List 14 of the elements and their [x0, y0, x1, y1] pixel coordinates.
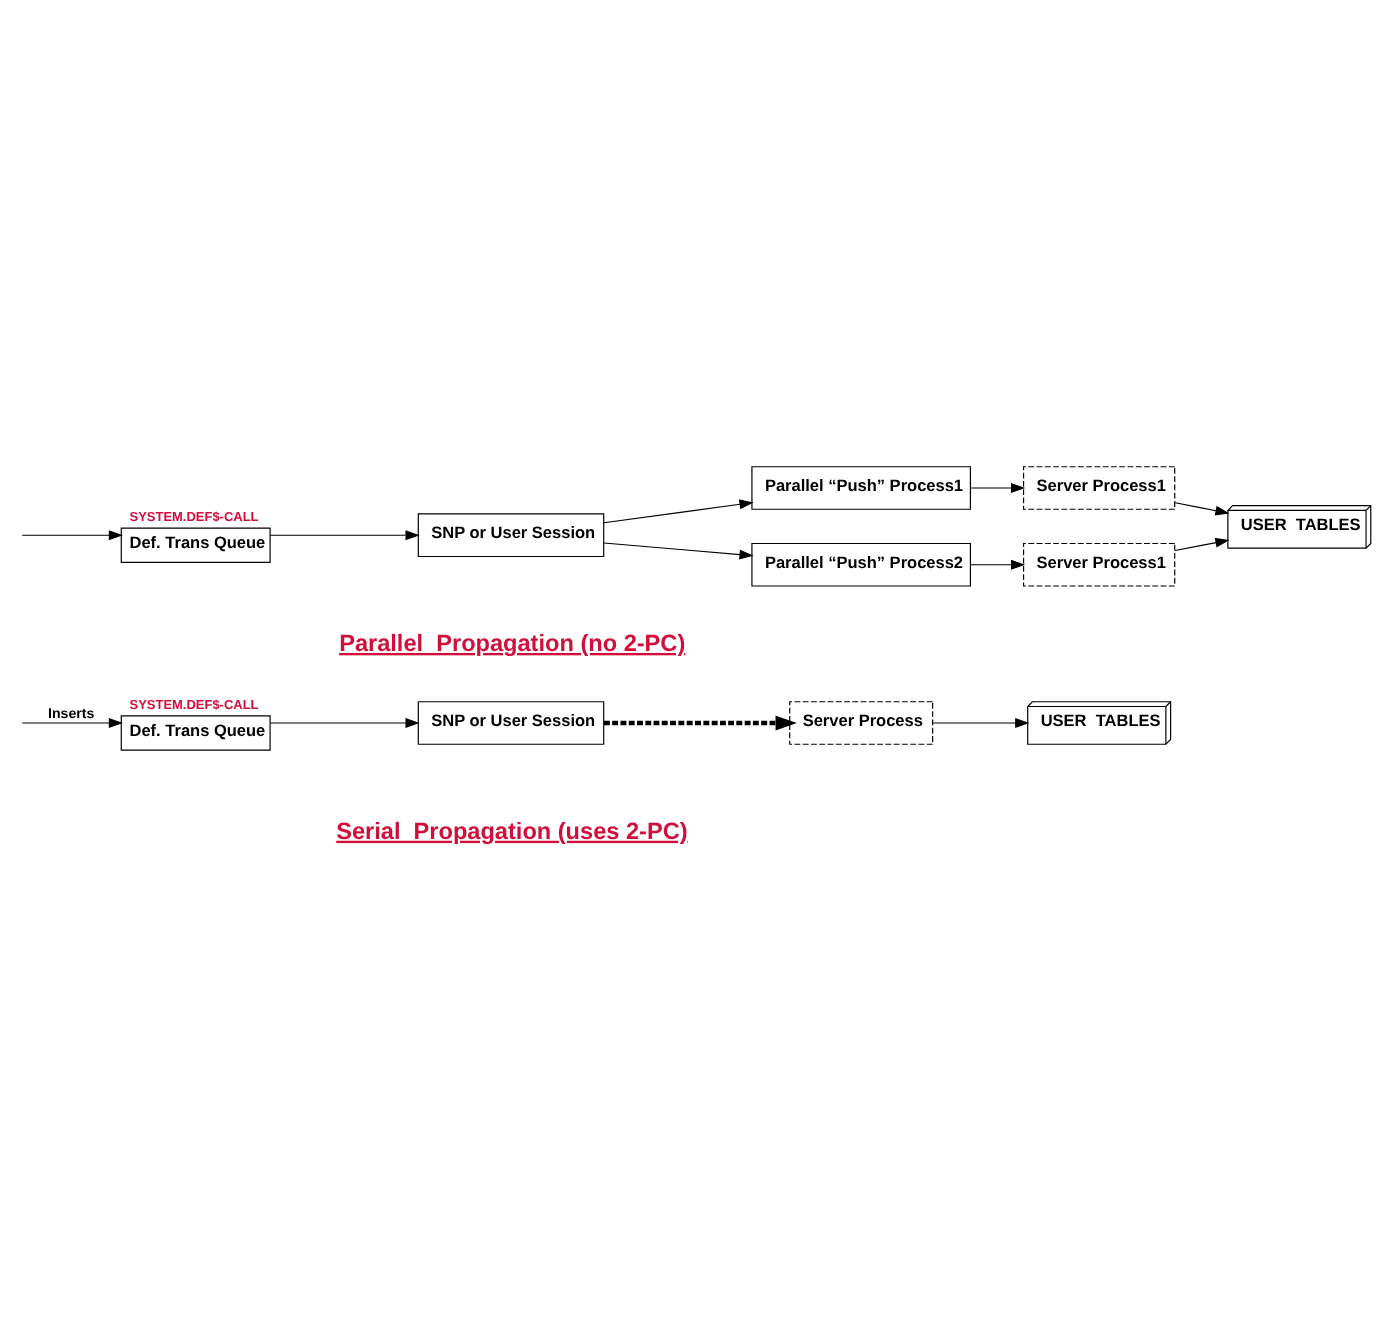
arrow	[604, 714, 797, 730]
arrow	[969, 482, 1026, 492]
arrow	[1174, 536, 1230, 551]
arrow	[21, 717, 123, 727]
label: Parallel Propagation (no 2-PC)	[339, 627, 686, 656]
arrow	[21, 529, 123, 540]
arrow	[932, 717, 1030, 727]
arrow	[269, 529, 420, 540]
arrow	[1174, 501, 1230, 515]
arrow	[269, 717, 420, 727]
arrow	[603, 541, 754, 559]
arrow	[969, 558, 1026, 569]
label: Serial Propagation (uses 2-PC)	[336, 815, 688, 844]
arrow	[603, 498, 754, 523]
